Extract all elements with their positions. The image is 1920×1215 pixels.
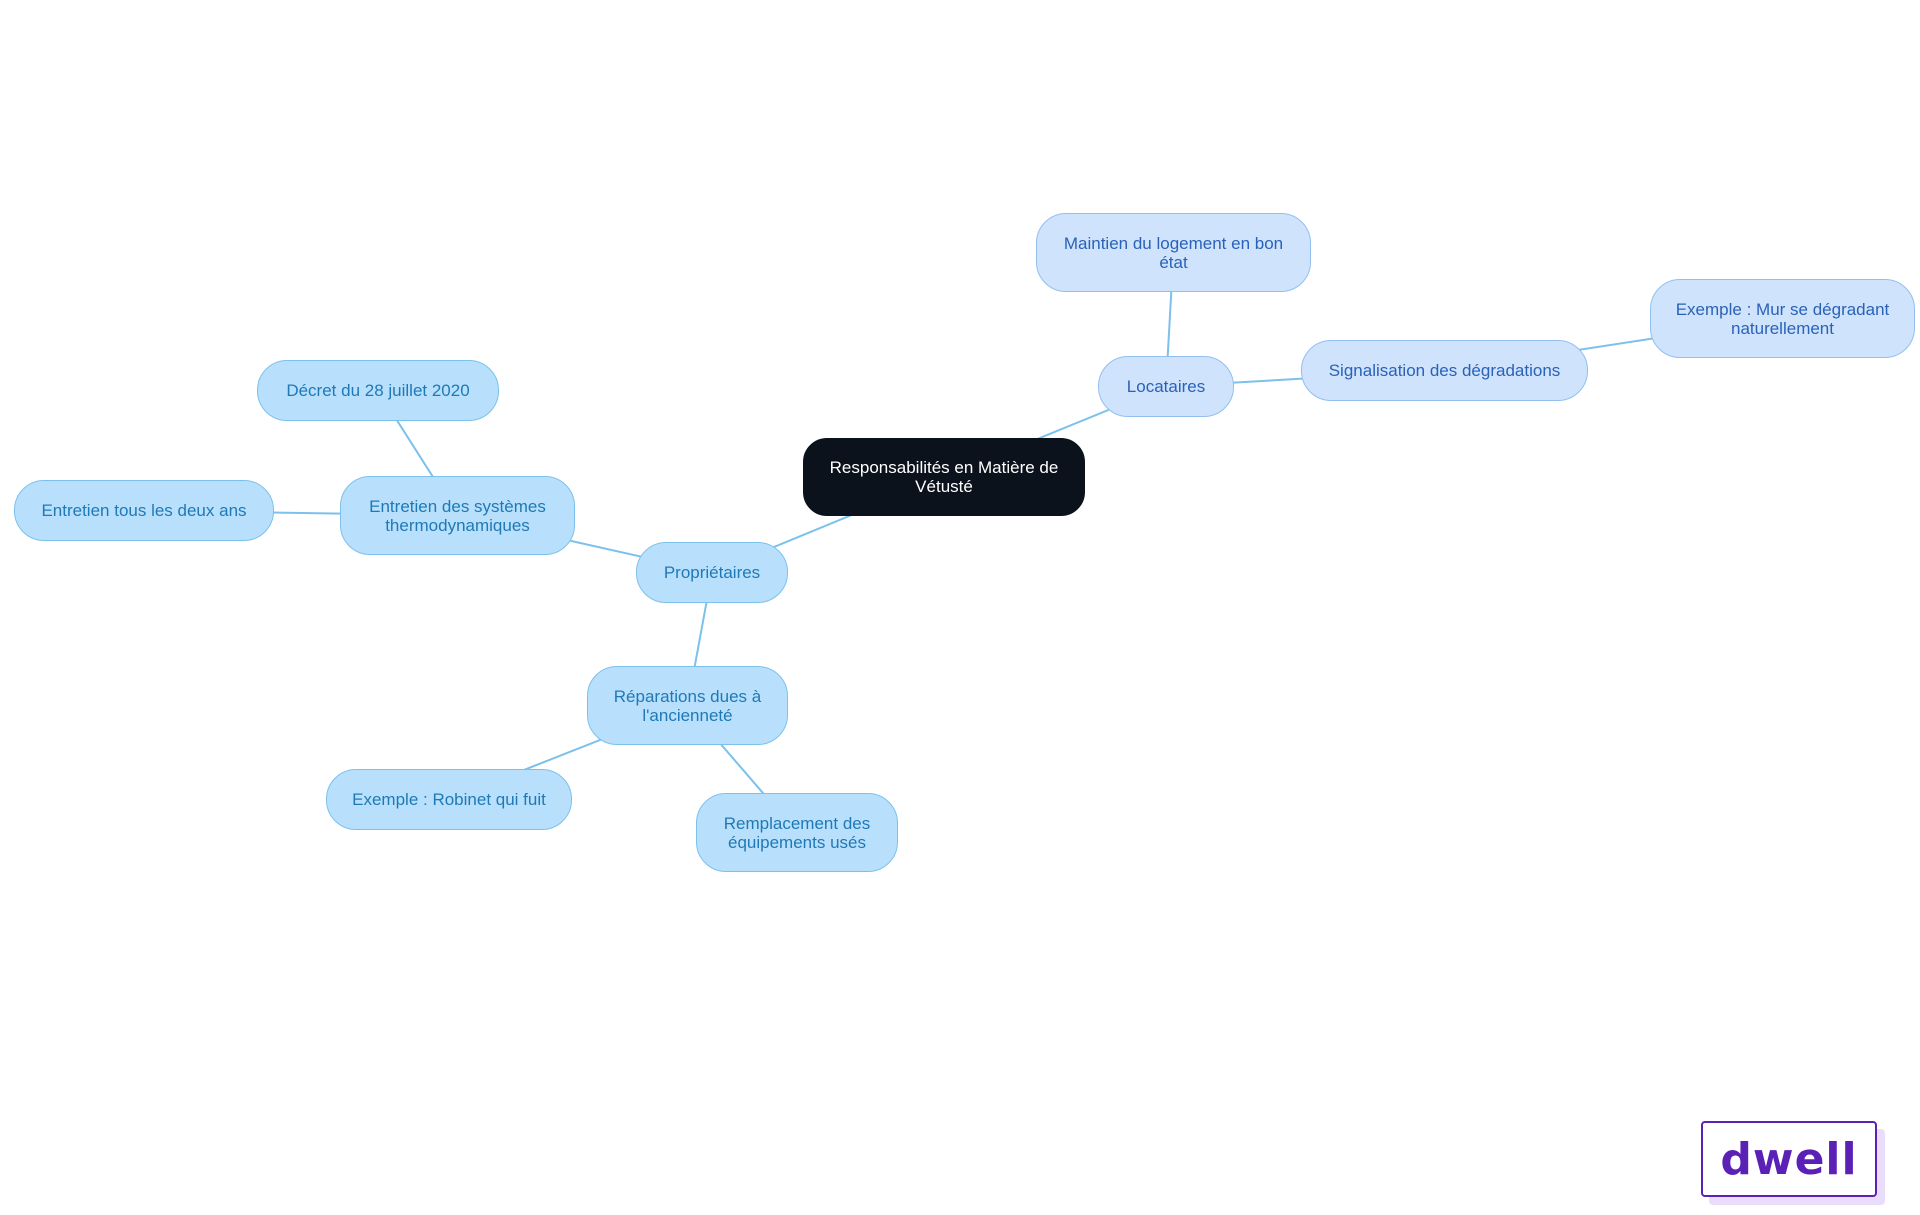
mindmap-node-robinet: Exemple : Robinet qui fuit [326,769,572,830]
node-label: Entretien tous les deux ans [41,501,247,520]
logo-text: dwell [1720,1133,1858,1185]
node-label: Signalisation des dégradations [1328,361,1561,380]
node-label: Remplacement des équipements usés [723,813,871,852]
mindmap-node-mur: Exemple : Mur se dégradant naturellement [1650,279,1915,358]
mindmap-node-proprietaires: Propriétaires [636,542,788,603]
mindmap-node-reparations: Réparations dues à l'ancienneté [587,666,788,745]
node-label: Propriétaires [663,563,761,582]
node-label: Exemple : Robinet qui fuit [352,790,546,809]
node-label: Maintien du logement en bon état [1063,233,1284,272]
mindmap-node-decret: Décret du 28 juillet 2020 [257,360,499,421]
mindmap-node-remplacement: Remplacement des équipements usés [696,793,898,872]
dwell-logo: dwell [1701,1121,1877,1197]
mindmap-node-entretien-deux-ans: Entretien tous les deux ans [14,480,274,541]
node-label: Locataires [1126,377,1206,396]
node-label: Décret du 28 juillet 2020 [286,381,470,400]
mindmap-node-signalisation: Signalisation des dégradations [1301,340,1588,401]
node-label: Exemple : Mur se dégradant naturellement [1675,299,1890,338]
mindmap-node-entretien-systemes: Entretien des systèmes thermodynamiques [340,476,575,555]
mindmap-node-maintien: Maintien du logement en bon état [1036,213,1311,292]
node-label: Responsabilités en Matière de Vétusté [829,458,1059,496]
node-label: Entretien des systèmes thermodynamiques [369,496,546,535]
mindmap-node-locataires: Locataires [1098,356,1234,417]
mindmap-root-node: Responsabilités en Matière de Vétusté [803,438,1085,516]
node-label: Réparations dues à l'ancienneté [613,686,762,725]
